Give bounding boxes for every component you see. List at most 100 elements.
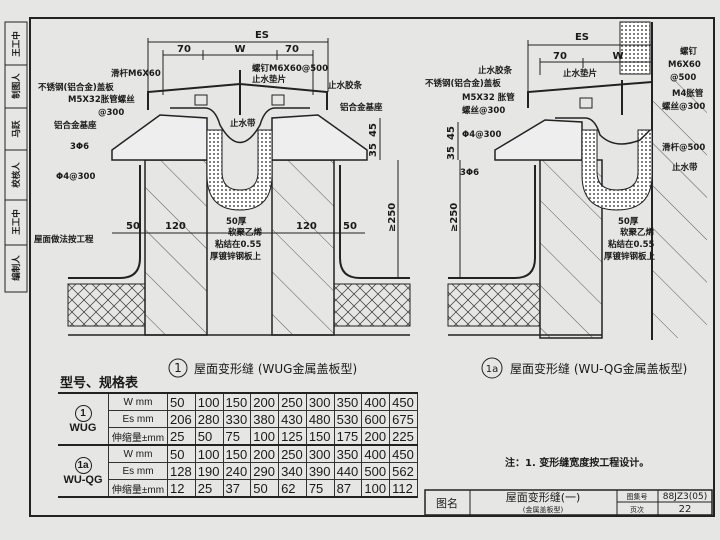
drawing-label: 滑杆M6X60 [111, 68, 161, 79]
value-cell: 75 [222, 427, 252, 446]
drawing-label: M4胀管 [672, 88, 704, 99]
value-cell: 250 [278, 392, 307, 411]
drawing-label: @300 [98, 108, 124, 118]
value-cell: 280 [194, 410, 224, 428]
detail-caption: 屋面变形缝 (WU-QG金属盖板型) [510, 361, 687, 376]
drawing-label: Φ4@300 [462, 130, 501, 140]
value-cell: 390 [305, 462, 335, 480]
value-cell: 330 [222, 410, 252, 428]
drawing-label: 120 [296, 221, 317, 232]
value-cell: 50 [167, 444, 196, 463]
drawing-label: Φ4@300 [56, 172, 95, 182]
value-cell: 100 [194, 444, 224, 463]
drawing-label: 厚镀锌钢板上 [604, 251, 656, 262]
drawing-label: 铝合金基座 [54, 120, 97, 131]
side-strip: 王工中 制图人 马跃 校核人 王工中 编制人 [4, 21, 28, 293]
drawing-label: ES [255, 30, 269, 41]
value-cell: 380 [250, 410, 280, 428]
value-cell: 530 [333, 410, 363, 428]
value-cell: 500 [361, 462, 391, 480]
caption-number: 1a [486, 364, 499, 375]
detail-caption: 屋面变形缝 (WUG金属盖板型) [194, 361, 357, 376]
strip-text: 制图人 [11, 73, 22, 99]
value-cell: 240 [222, 462, 252, 480]
row-label: W mm [108, 392, 168, 411]
value-cell: 200 [361, 427, 391, 446]
value-cell: 400 [361, 444, 391, 463]
drawing-label: 图集号 [627, 492, 648, 501]
drawing-label: 70 [285, 44, 299, 55]
value-cell: 75 [305, 479, 335, 498]
value-cell: 350 [333, 392, 363, 411]
strip-text: 王工中 [11, 209, 22, 235]
row-label: W mm [108, 444, 168, 463]
drawing-label: (金属盖板型) [523, 505, 564, 514]
drawing-label: 止水胶条 [478, 65, 513, 76]
value-cell: 50 [250, 479, 280, 498]
drawing-label: 45 [446, 126, 457, 140]
value-cell: 100 [361, 479, 391, 498]
strip-text: 马跃 [11, 120, 22, 138]
drawing-label: 50厚 [618, 217, 639, 227]
drawing-label: 止水垫片 [563, 68, 597, 79]
value-cell: 190 [194, 462, 224, 480]
detail-1a-labels: ES 70 W 螺钉 M6X60 @500 M4胀管 螺丝@300 止水胶条 不… [425, 32, 705, 379]
model-name: WU-QG [63, 473, 103, 486]
value-cell: 150 [305, 427, 335, 446]
drawing-label: M6X60 [668, 60, 701, 70]
drawing-label: 70 [177, 44, 191, 55]
caption-number: 1 [174, 361, 182, 375]
value-cell: 25 [194, 479, 224, 498]
row-label: 伸缩量±mm [108, 479, 168, 498]
model-number: 1 [74, 404, 92, 422]
row-label: Es mm [108, 410, 168, 428]
strip-text: 编制人 [11, 255, 22, 281]
drawing-label: 70 [553, 51, 567, 62]
value-cell: 400 [361, 392, 391, 411]
drawing-label: 3Φ6 [70, 142, 89, 152]
drawing-label: 50 [126, 221, 140, 232]
value-cell: 300 [305, 392, 335, 411]
value-cell: 125 [278, 427, 307, 446]
drawing-label: 35 [368, 143, 379, 157]
value-cell: 450 [389, 392, 418, 411]
drawing-label: 铝合金基座 [340, 102, 383, 113]
drawing-label: 螺钉M6X60@500 [252, 63, 328, 74]
value-cell: 100 [250, 427, 280, 446]
drawing-label: 粘结在0.55 [214, 239, 262, 250]
value-cell: 200 [250, 392, 280, 411]
row-label: 伸缩量±mm [108, 427, 168, 446]
model-name: WUG [69, 421, 97, 434]
value-cell: 600 [361, 410, 391, 428]
detail-1-labels: ES 70 W 70 滑杆M6X60 螺钉M6X60@500 止水垫片 不锈钢(… [34, 30, 398, 378]
drawing-label: 螺钉 [680, 46, 698, 57]
row-label: Es mm [108, 462, 168, 480]
drawing-label: W [612, 51, 623, 62]
drawing-label: 88JZ3(05) [663, 492, 707, 502]
value-cell: 675 [389, 410, 418, 428]
value-cell: 250 [278, 444, 307, 463]
drawing-label: 软聚乙烯 [620, 227, 655, 238]
value-cell: 200 [250, 444, 280, 463]
drawing-label: ≥250 [387, 203, 398, 232]
value-cell: 480 [305, 410, 335, 428]
drawing-label: 不锈钢(铝合金)盖板 [425, 78, 501, 89]
note: 注：1. 变形缝宽度按工程设计。 [505, 456, 649, 469]
drawing-label: 软聚乙烯 [228, 227, 263, 238]
drawing-label: 止水胶条 [328, 80, 363, 91]
value-cell: 37 [222, 479, 252, 498]
drawing-label: 屋面做法按工程 [34, 234, 94, 245]
value-cell: 350 [333, 444, 363, 463]
drawing-label: M5X32 胀管 [462, 92, 515, 103]
drawing-label: 厚镀锌钢板上 [210, 251, 262, 262]
value-cell: 562 [389, 462, 418, 480]
value-cell: 300 [305, 444, 335, 463]
drawing-label: 粘结在0.55 [607, 239, 655, 250]
value-cell: 50 [167, 392, 196, 411]
